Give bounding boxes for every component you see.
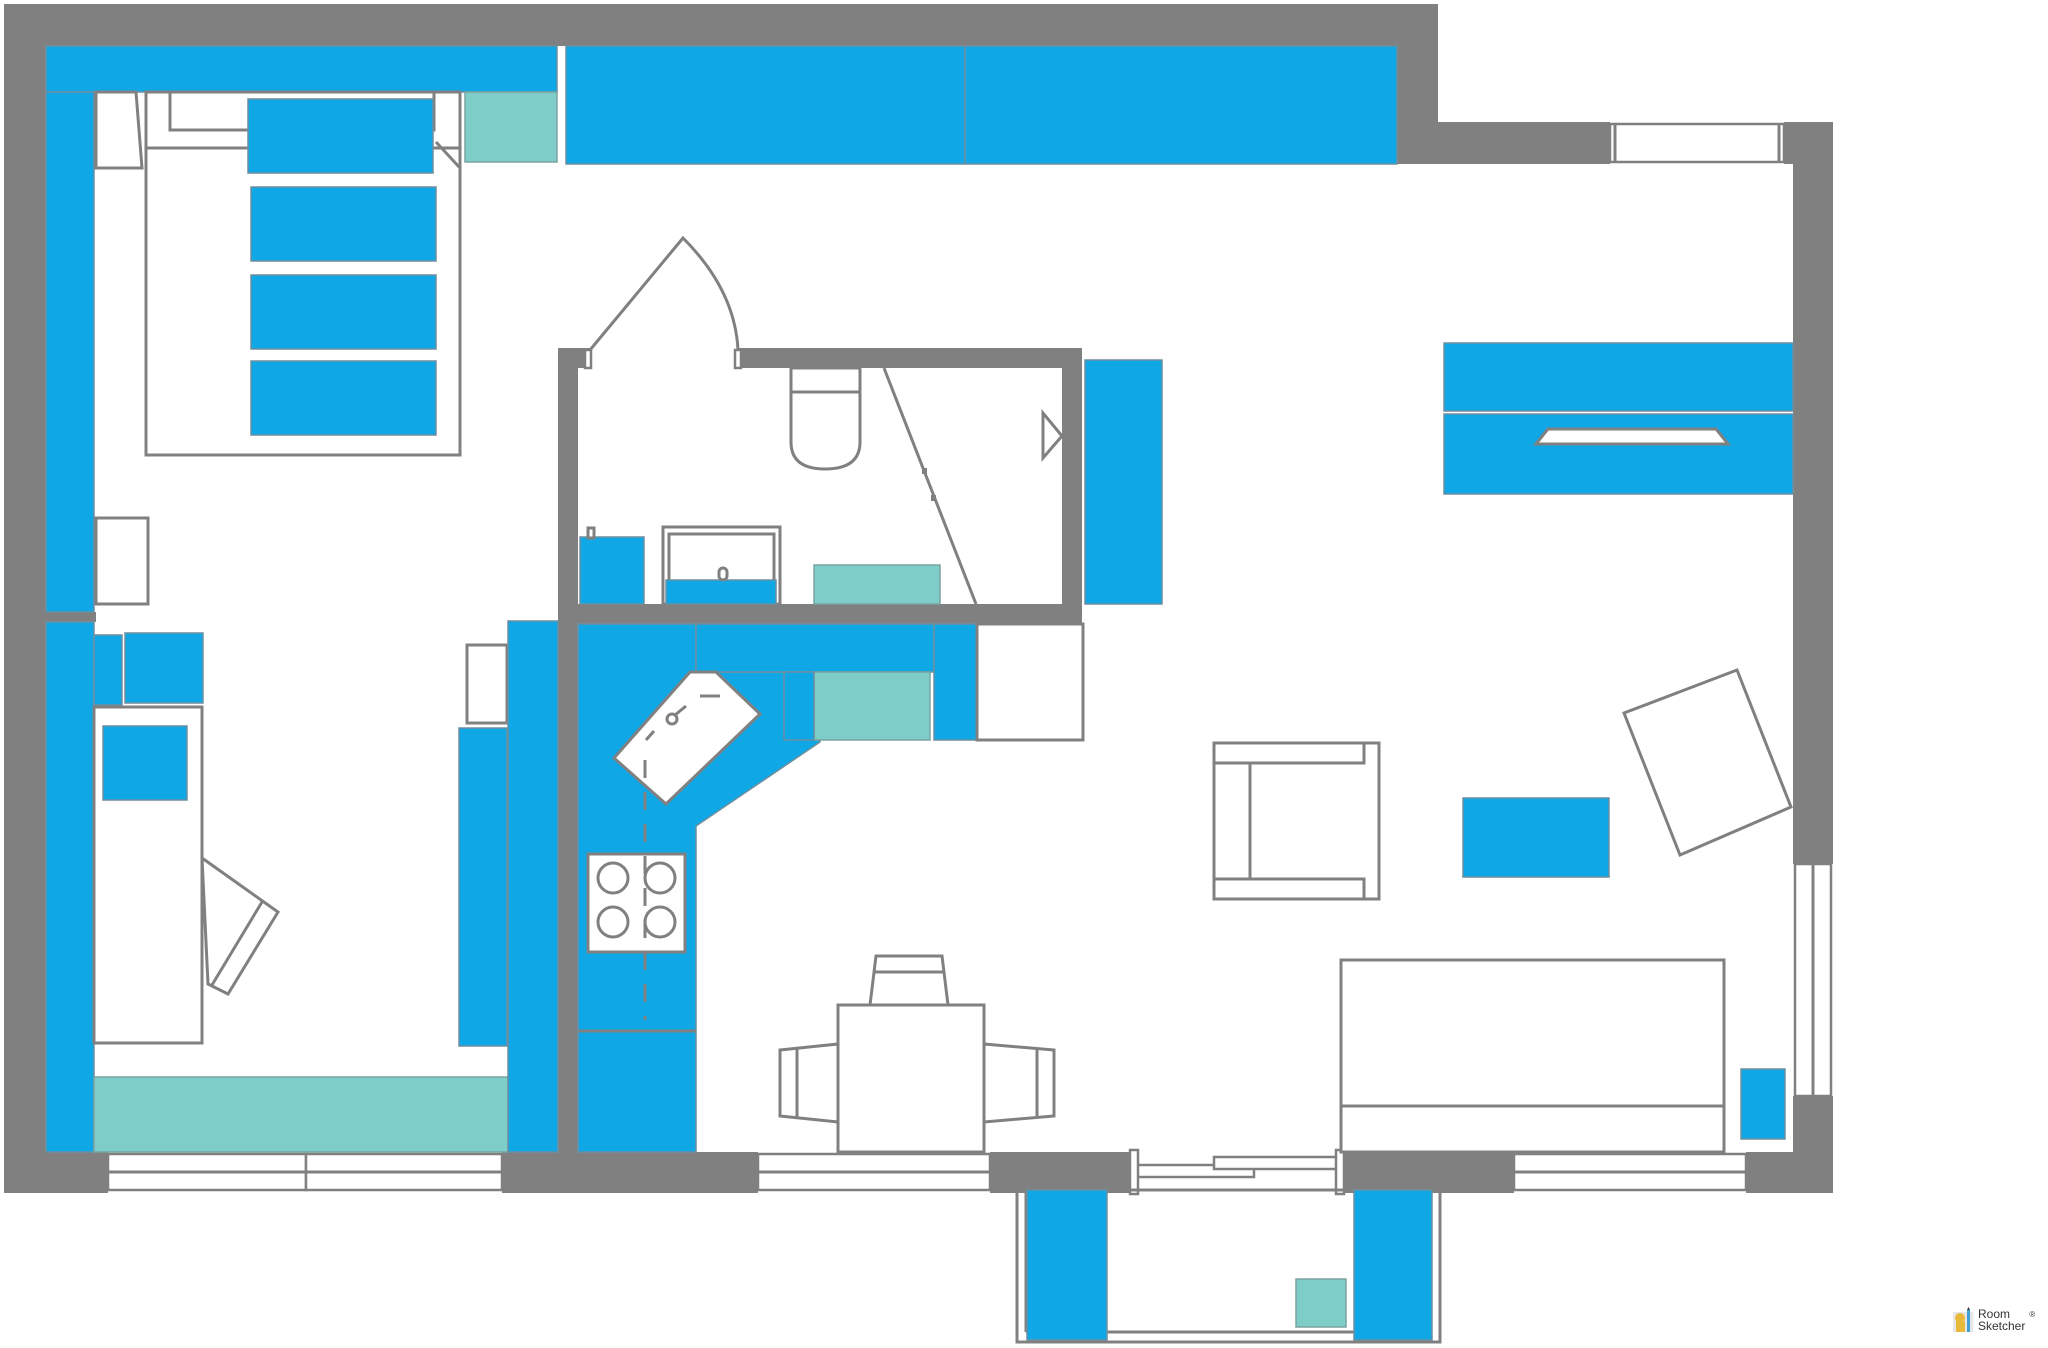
- roomsketcher-logo: Room Sketcher ®: [1952, 1306, 2035, 1334]
- counter-top: [695, 623, 935, 673]
- wardrobe-left: [45, 91, 95, 613]
- side-table: [1740, 1068, 1786, 1140]
- blanket-stripe-1: [250, 186, 437, 262]
- shelf-box: [465, 643, 509, 725]
- sideboard-upper: [1443, 342, 1794, 412]
- dining-table: [836, 1003, 986, 1154]
- coffee-table: [1462, 797, 1610, 878]
- corner-sink: [611, 670, 763, 807]
- wardrobe-top: [45, 45, 558, 93]
- registered-mark: ®: [2029, 1309, 2036, 1319]
- desk-chair: [200, 854, 281, 996]
- planter-left: [1026, 1189, 1108, 1341]
- desk-monitor: [102, 725, 188, 801]
- rotated-ottoman: [1622, 668, 1793, 857]
- logo-line-2: Sketcher: [1978, 1319, 2026, 1333]
- windows: [106, 122, 1833, 1196]
- fridge: [975, 622, 1085, 742]
- bench-teal: [93, 1076, 509, 1153]
- logo-mascot-icon: [1952, 1306, 1974, 1334]
- towel-radiator: [1084, 359, 1163, 605]
- pillow-1: [247, 98, 434, 174]
- dining-chair-top: [868, 954, 950, 1007]
- exterior-walls: [4, 4, 1833, 1193]
- dishwasher-teal: [813, 671, 931, 741]
- balcony-outline: [1015, 1188, 1442, 1344]
- bathroom: [579, 235, 1163, 606]
- blanket-stripe-2: [250, 274, 437, 350]
- wardrobe-top-2: [964, 45, 1398, 165]
- bedroom-top-left: [45, 45, 558, 613]
- bedroom-bottom-left: [45, 620, 559, 1153]
- cabinet-left: [579, 536, 645, 605]
- logo-text: Room Sketcher: [1978, 1308, 2025, 1332]
- toilet-bowl: [789, 390, 862, 471]
- counter-top-end: [933, 623, 978, 741]
- side-cabinet-teal: [464, 91, 558, 163]
- drawer-unit: [124, 632, 204, 704]
- armchair: [1212, 741, 1381, 901]
- wardrobe-right: [507, 620, 559, 1153]
- logo-line-1: Room: [1978, 1307, 2011, 1321]
- door-swing: [588, 235, 740, 351]
- wardrobe-top-1: [565, 45, 966, 165]
- shower-drain: [1041, 408, 1064, 463]
- nightstand-left: [94, 90, 144, 170]
- sink-basin: [665, 579, 777, 605]
- dining-chair-left: [778, 1042, 840, 1124]
- dining-chair-right: [982, 1042, 1056, 1124]
- interior-walls: [4, 348, 1082, 1152]
- tv-screen: [1532, 427, 1732, 446]
- bath-mat-teal: [813, 564, 941, 605]
- blanket-stripe-3: [250, 360, 437, 436]
- drawer-small: [93, 634, 123, 706]
- sideboard-lower: [1443, 413, 1794, 495]
- planter-right: [1353, 1189, 1433, 1341]
- living-dining: [565, 45, 1794, 1154]
- wardrobe-left-lower: [45, 621, 95, 1153]
- sofa: [1339, 958, 1726, 1154]
- balcony: [1015, 1188, 1442, 1344]
- small-cabinet: [94, 516, 150, 606]
- tall-cabinet-right: [458, 727, 508, 1047]
- shower-screen: [882, 367, 978, 605]
- stool-teal: [1295, 1278, 1347, 1328]
- toilet-tank: [789, 366, 862, 394]
- kitchen: [577, 622, 1085, 1153]
